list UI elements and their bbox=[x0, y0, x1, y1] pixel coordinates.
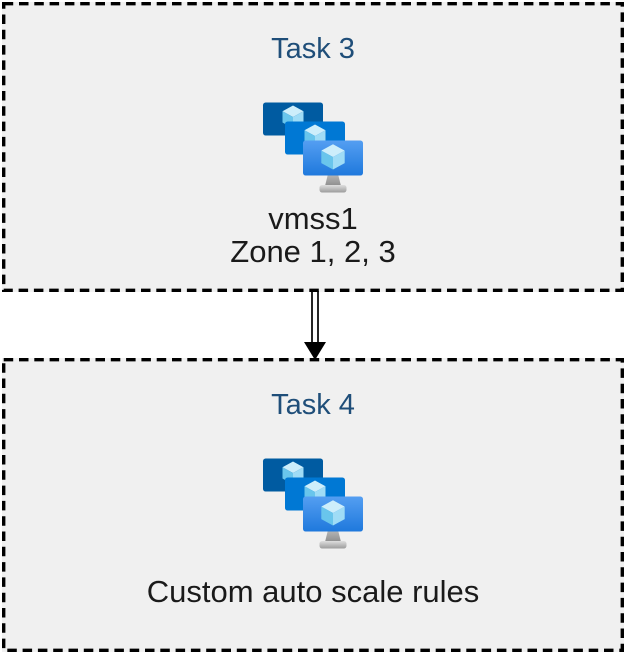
task4-title: Task 4 bbox=[271, 389, 355, 421]
task4-caption: Custom auto scale rules bbox=[2, 558, 624, 624]
autoscale-rules-label: Custom auto scale rules bbox=[146, 573, 480, 609]
vmss-name-label: vmss1 bbox=[268, 201, 358, 236]
vmss-icon bbox=[263, 458, 364, 549]
connector-arrow-icon bbox=[304, 291, 326, 360]
vmss-icon bbox=[263, 102, 364, 193]
task4-box: Task 4 Custom auto scale rules bbox=[2, 358, 624, 652]
task3-title: Task 3 bbox=[271, 33, 355, 65]
task3-box: Task 3 vmss1 Zone 1, 2, 3 bbox=[2, 2, 624, 292]
task3-caption: vmss1 Zone 1, 2, 3 bbox=[2, 202, 624, 268]
zones-label: Zone 1, 2, 3 bbox=[230, 234, 396, 269]
